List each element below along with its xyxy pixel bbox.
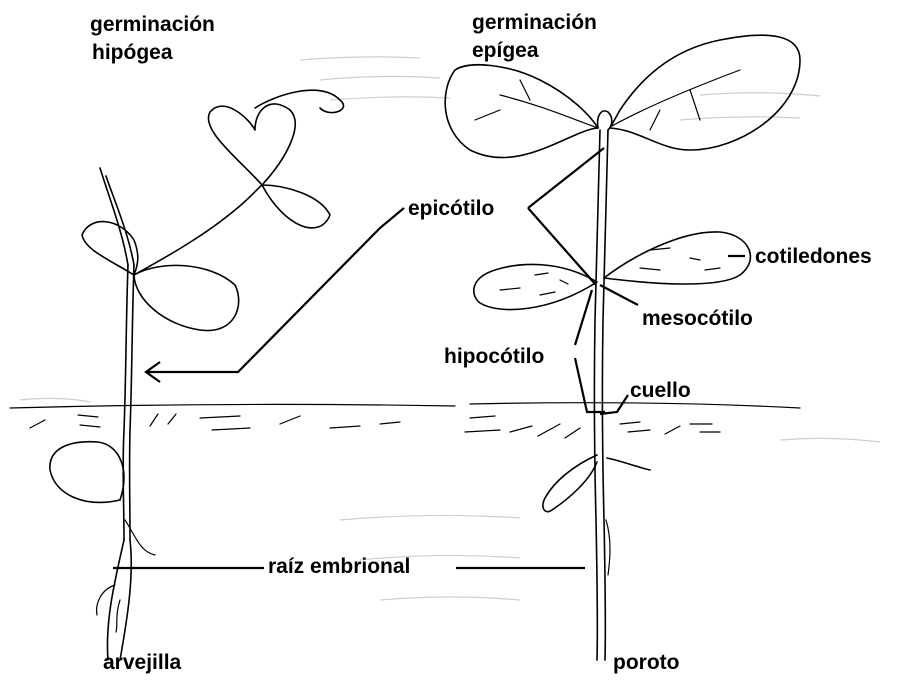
bean-right-cotyledon bbox=[604, 232, 750, 284]
cotyledons-label: cotiledones bbox=[755, 244, 872, 269]
pea-label: arvejilla bbox=[103, 650, 181, 675]
mesocotyl-label: mesocótilo bbox=[642, 306, 753, 331]
pea-lower-leaf bbox=[82, 222, 138, 275]
bean-label: poroto bbox=[613, 650, 679, 675]
pea-top-leaf bbox=[208, 104, 295, 185]
epigeal-title-line2: epígea bbox=[472, 38, 539, 63]
neck-label: cuello bbox=[630, 378, 691, 403]
pea-stem bbox=[123, 265, 128, 540]
soil-line bbox=[10, 403, 800, 438]
epigeal-title-line1: germinación bbox=[472, 10, 597, 35]
hypogeal-title-line1: germinación bbox=[90, 12, 215, 37]
bean-stem bbox=[594, 130, 600, 660]
bean-left-cotyledon bbox=[474, 264, 597, 309]
hypocotyl-label: hipocótilo bbox=[444, 344, 544, 369]
bean-left-leaf bbox=[445, 65, 598, 158]
embryonic-root-label: raíz embrional bbox=[268, 554, 410, 579]
epicotyl-label: epicótilo bbox=[408, 196, 494, 221]
hypogeal-title-line2: hipógea bbox=[92, 40, 173, 65]
pea-seed bbox=[50, 442, 124, 503]
